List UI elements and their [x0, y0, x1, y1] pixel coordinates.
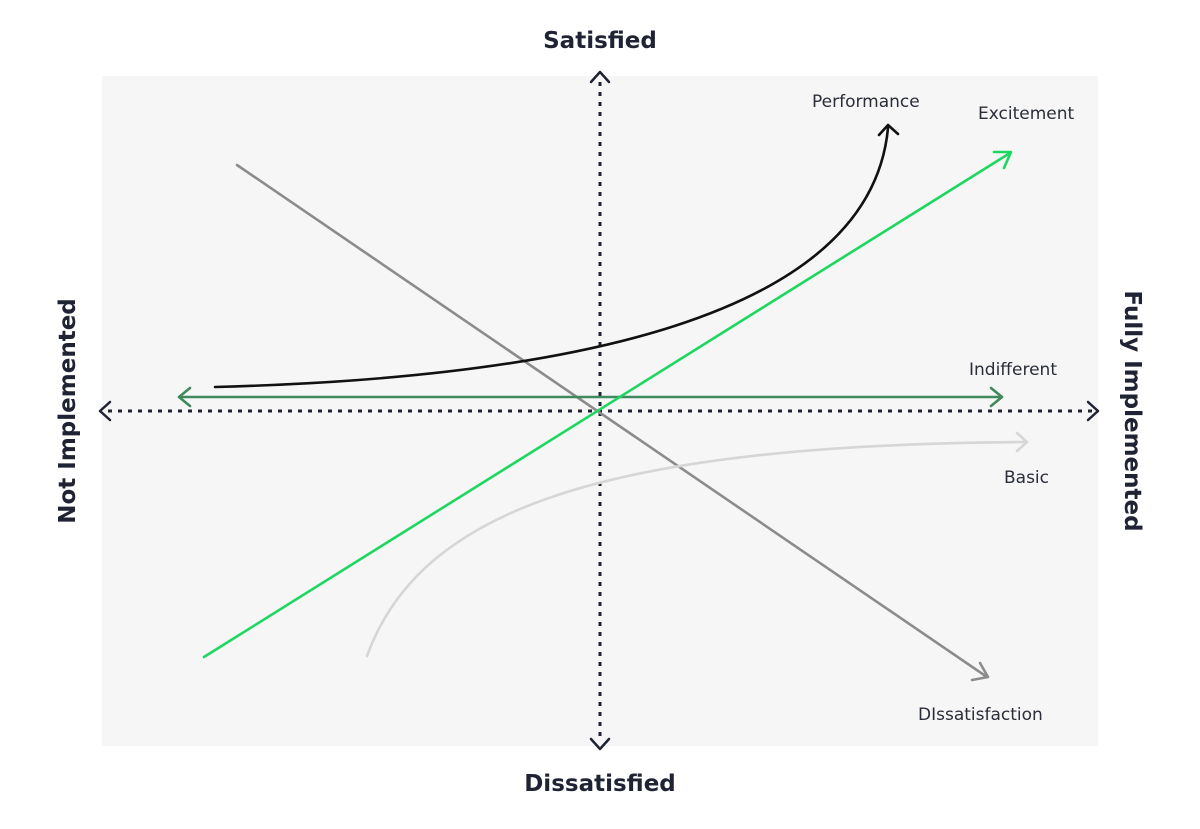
axis-arrow-right-icon	[1086, 400, 1100, 422]
excitement-arrowhead-icon	[992, 150, 1013, 170]
axis-arrow-left-icon	[98, 400, 112, 422]
performance-arrowhead-icon	[877, 123, 900, 137]
excitement-label: Excitement	[978, 104, 1074, 124]
axis-arrow-up-icon	[589, 70, 611, 84]
indifferent-label: Indifferent	[969, 360, 1057, 380]
dissatisfaction-arrowhead-icon	[970, 661, 990, 682]
basic-arrowhead-icon	[1015, 431, 1029, 453]
curve-performance	[213, 123, 900, 389]
axis-title-not-implemented: Not Implemented	[55, 298, 81, 524]
curve-indifferent	[177, 386, 1004, 408]
basic-label: Basic	[1004, 468, 1049, 488]
axis-arrow-down-icon	[589, 737, 611, 751]
axis-title-fully-implemented: Fully Implemented	[1119, 290, 1145, 531]
dissatisfaction-label: DIssatisfaction	[918, 705, 1043, 725]
axis-title-satisfied: Satisfied	[543, 28, 657, 54]
curve-dissatisfaction	[235, 163, 990, 682]
performance-label: Performance	[812, 92, 920, 112]
curve-basic	[365, 431, 1029, 658]
axis-title-dissatisfied: Dissatisfied	[524, 771, 676, 797]
curve-excitement	[202, 150, 1013, 659]
vertical-axis	[589, 70, 611, 751]
horizontal-axis	[98, 400, 1100, 422]
indifferent-arrowhead-left-icon	[177, 386, 192, 408]
indifferent-arrowhead-right-icon	[989, 386, 1004, 408]
